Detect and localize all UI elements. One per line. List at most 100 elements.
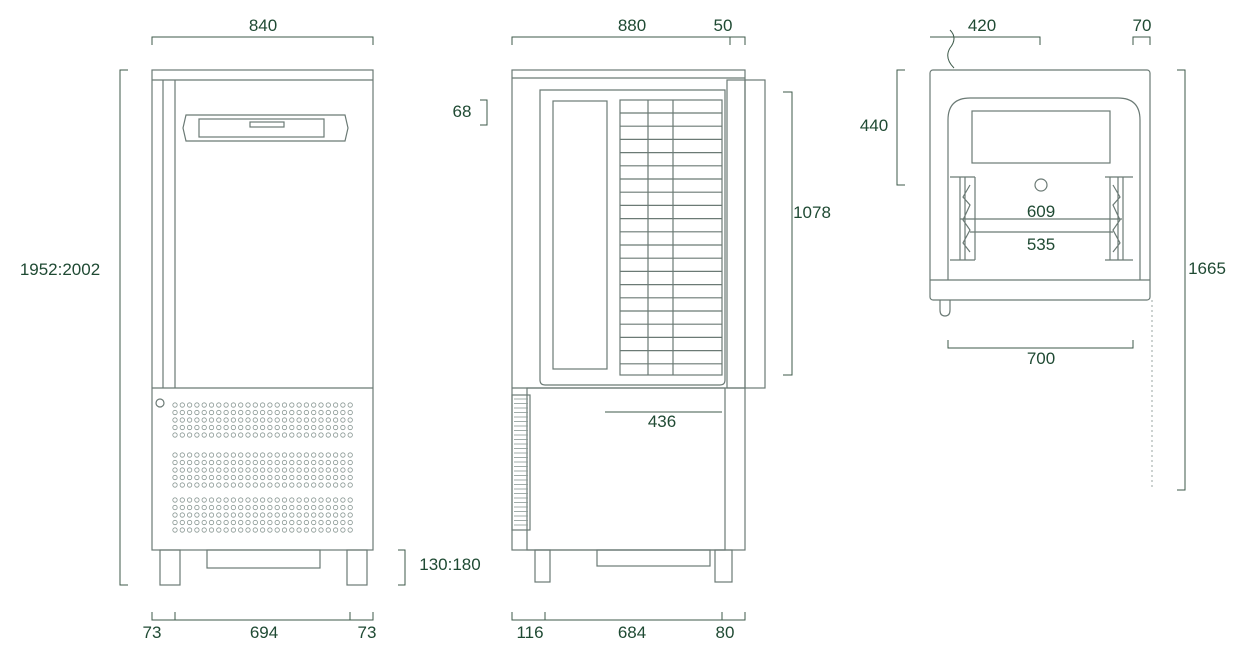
vent-hole (267, 474, 273, 481)
vent-hole (296, 527, 302, 533)
rail-outer-label: 609 (1027, 202, 1055, 221)
side-bottom-left-label: 116 (516, 623, 543, 642)
open-view: 420 70 440 1665 609 535 700 (860, 16, 1226, 491)
vent-hole (245, 527, 251, 533)
front-height-label: 1952:2002 (20, 260, 100, 279)
vent-hole (289, 527, 295, 533)
vent-hole (318, 459, 324, 466)
vent-hole (238, 519, 244, 526)
vent-hole (252, 402, 258, 408)
vent-hole (281, 474, 288, 481)
vent-hole (303, 512, 309, 518)
vent-hole (274, 424, 280, 431)
vent-hole (318, 417, 324, 423)
vent-hole (332, 424, 339, 431)
vent-hole (223, 467, 229, 473)
vent-hole (187, 402, 193, 408)
vent-hole (347, 527, 353, 533)
vent-hole (318, 424, 324, 431)
vent-hole (296, 459, 302, 466)
vent-hole (296, 432, 302, 438)
vent-hole (325, 452, 331, 458)
vent-hole (245, 459, 251, 466)
vent-hole (296, 417, 302, 423)
vent-hole (259, 402, 266, 408)
vent-hole (340, 459, 346, 466)
vent-hole (245, 497, 251, 503)
vent-hole (194, 452, 200, 458)
vent-hole (281, 512, 288, 518)
vent-hole (238, 497, 244, 503)
vent-hole (303, 452, 309, 458)
vent-hole (325, 527, 331, 533)
vent-hole (281, 467, 288, 473)
vent-hole (187, 474, 193, 481)
vent-hole (179, 402, 185, 408)
vent-hole (230, 459, 236, 466)
vent-hole (318, 527, 324, 533)
vent-hole (311, 497, 317, 503)
vent-hole (259, 467, 266, 473)
vent-hole (267, 409, 273, 416)
vent-hole (194, 459, 200, 466)
vent-hole (216, 459, 222, 466)
vent-hole (194, 409, 200, 416)
vent-hole (311, 467, 317, 473)
vent-hole (281, 459, 288, 466)
vent-hole (238, 474, 244, 481)
vent-hole (274, 504, 280, 511)
vent-hole (311, 482, 317, 488)
vent-hole (296, 519, 302, 526)
vent-hole (311, 512, 317, 518)
vent-hole (230, 417, 236, 423)
vent-hole (325, 402, 331, 408)
vent-hole (216, 527, 222, 533)
vent-hole (187, 512, 193, 518)
vent-hole (325, 432, 331, 438)
vent-hole (245, 452, 251, 458)
vent-hole (289, 504, 295, 511)
vent-hole (267, 402, 273, 408)
vent-hole (281, 417, 288, 423)
vent-hole (303, 467, 309, 473)
vent-hole (230, 424, 236, 431)
vent-hole (208, 452, 215, 458)
vent-hole (347, 519, 353, 526)
vent-hole (332, 459, 339, 466)
vent-hole (267, 512, 273, 518)
vent-hole (259, 459, 266, 466)
vent-hole (252, 467, 258, 473)
vent-hole (223, 482, 229, 488)
vent-hole (259, 482, 266, 488)
vent-hole (311, 519, 317, 526)
vent-hole (259, 504, 266, 511)
vent-hole (267, 424, 273, 431)
vent-hole (325, 512, 331, 518)
vent-hole (347, 402, 353, 408)
vent-hole (238, 467, 244, 473)
vent-hole (201, 504, 207, 511)
vent-hole (201, 424, 207, 431)
vent-hole (216, 504, 222, 511)
base-width-label: 700 (1027, 349, 1055, 368)
vent-hole (245, 474, 251, 481)
vent-hole (332, 402, 339, 408)
vent-hole (230, 452, 236, 458)
vent-hole (238, 409, 244, 416)
foot-left (159, 549, 181, 586)
vent-hole (325, 474, 331, 481)
vent-hole (296, 482, 302, 488)
vent-hole (230, 474, 236, 481)
vent-hole (252, 409, 258, 416)
vent-hole (252, 432, 258, 438)
vent-hole (325, 424, 331, 431)
vent-hole (332, 467, 339, 473)
foot-right (346, 549, 368, 586)
vent-hole (281, 527, 288, 533)
vent-hole (311, 527, 317, 533)
vent-hole (245, 402, 251, 408)
front-bottom-left-label: 73 (143, 623, 162, 642)
vent-hole (179, 452, 185, 458)
vent-hole (187, 452, 193, 458)
vent-hole (332, 409, 339, 416)
